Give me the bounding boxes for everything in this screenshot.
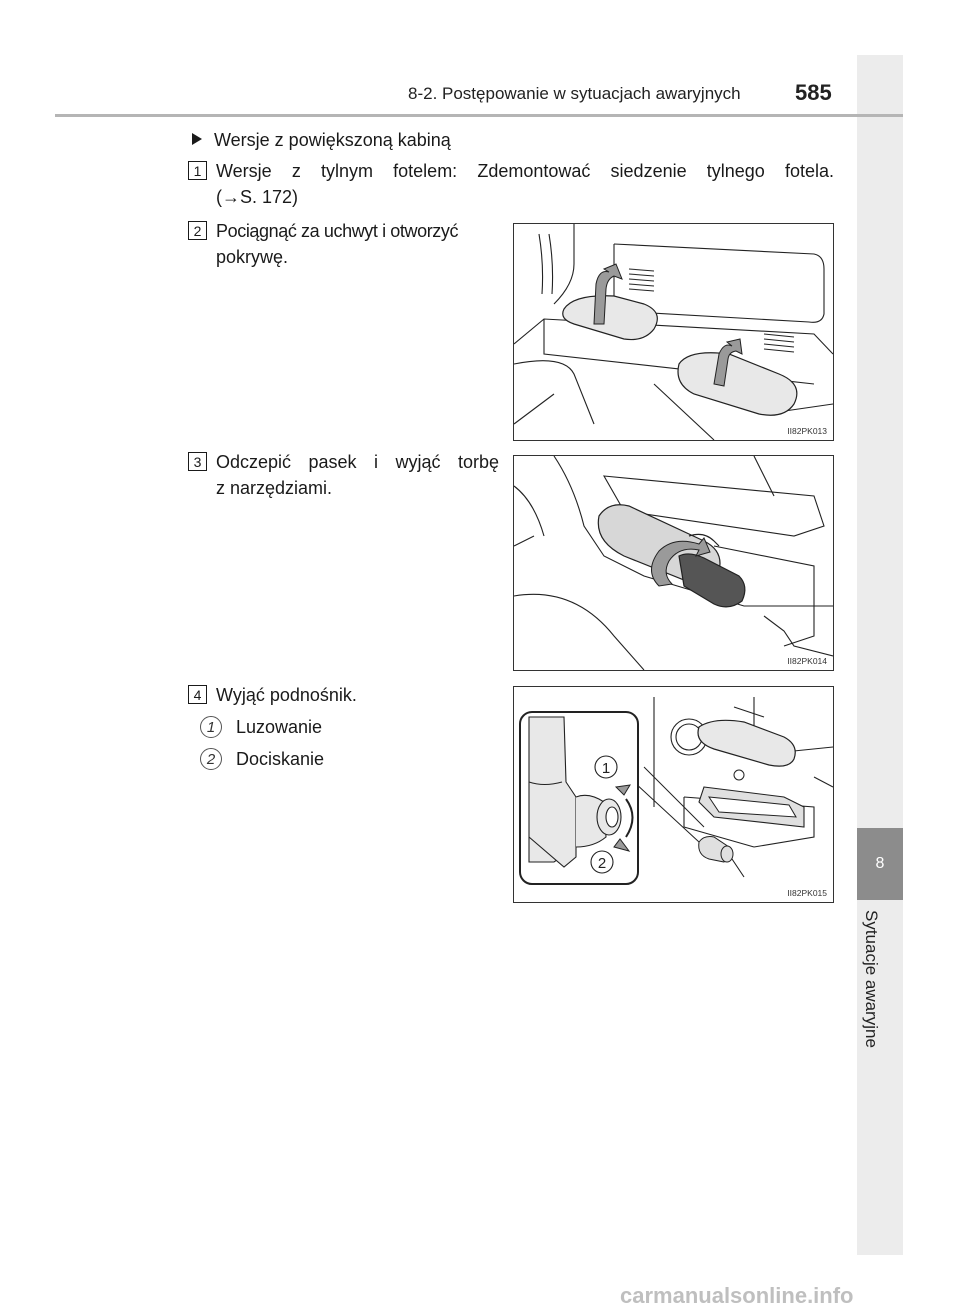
chapter-tab[interactable] (857, 828, 903, 900)
page-number: 585 (795, 80, 832, 105)
step-1-reference[interactable]: (→S. 172) (216, 187, 299, 207)
step-2-text-cont: pokrywę. (216, 247, 289, 267)
chapter-title-container: Sytuacje awaryjne (860, 910, 900, 1070)
step-3-text-cont: z narzędziami. (216, 478, 333, 498)
step-1-text: Wersje z tylnym fotelem: Zdemontować sie… (216, 161, 834, 181)
callout-2: 2 (598, 855, 606, 872)
step-number-3: 3 (188, 452, 207, 471)
figure-code-3: II82PK015 (787, 888, 827, 898)
figure-open-cover-drawing (514, 224, 833, 440)
figure-tool-bag: II82PK014 (513, 455, 834, 671)
figure-jack: 1 2 II82PK015 (513, 686, 834, 903)
side-tab-strip (857, 55, 903, 1255)
step-3-text: Odczepić pasek i wyjąć torbę (216, 452, 499, 472)
step-number-2: 2 (188, 221, 207, 240)
figure-code-2: II82PK014 (787, 656, 827, 666)
version-bullet: Wersje z powiększoną kabiną (192, 130, 451, 151)
sub-item-label-2: Dociskanie (236, 749, 325, 769)
figure-code-1: II82PK013 (787, 426, 827, 436)
callout-1: 1 (602, 760, 610, 777)
sub-item-number-2: 2 (200, 748, 222, 770)
figure-jack-drawing: 1 2 (519, 697, 833, 885)
step-number-4: 4 (188, 685, 207, 704)
bullet-text: Wersje z powiększoną kabiną (214, 130, 451, 150)
chapter-number: 8 (875, 855, 885, 872)
section-title: 8-2. Postępowanie w sytuacjach awaryjnyc… (408, 84, 741, 103)
chapter-title: Sytuacje awaryjne (862, 910, 881, 1048)
figure-tool-bag-drawing (514, 456, 833, 670)
triangle-bullet-icon (192, 133, 202, 145)
step-2-text: Pociągnąć za uchwyt i otworzyć (216, 221, 459, 241)
figure-open-cover: II82PK013 (513, 223, 834, 441)
watermark: carmanualsonline.info (620, 1283, 854, 1308)
step-number-1: 1 (188, 161, 207, 180)
sub-item-number-1: 1 (200, 716, 222, 738)
step-4-text: Wyjąć podnośnik. (216, 685, 357, 705)
sub-item-label-1: Luzowanie (236, 717, 323, 737)
header-rule (55, 114, 903, 117)
